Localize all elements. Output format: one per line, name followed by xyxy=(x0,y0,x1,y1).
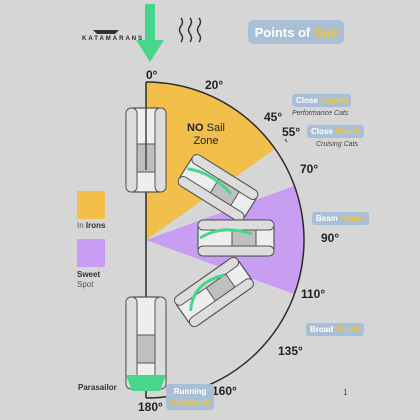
angle-90: 90° xyxy=(321,231,340,245)
angle-110: 110° xyxy=(301,287,326,301)
page-number: 1 xyxy=(343,388,348,397)
angle-135: 135° xyxy=(278,344,303,358)
angle-20: 20° xyxy=(205,78,224,92)
legend-sweet-bold: Sweet xyxy=(77,270,101,279)
brand-name: KATAMARANS xyxy=(82,36,145,42)
legend-sweet-line2: Spot xyxy=(77,280,94,289)
angle-55: 55° xyxy=(282,125,301,139)
title-accent: Sail xyxy=(314,24,338,40)
close-hauled-accent: Hauled xyxy=(320,96,348,105)
beam-reach-accent: Reach xyxy=(340,214,365,223)
close-hauled-tag: Close Hauled xyxy=(292,94,352,107)
legend-sweet-spot-swatch xyxy=(77,239,105,267)
brand-logo-icon xyxy=(93,30,119,34)
no-sail-zone xyxy=(146,82,275,240)
catamaran-broad-reach-icon xyxy=(174,256,254,328)
broad-reach-accent: Reach xyxy=(336,325,361,334)
close-hauled-subtitle: Performance Cats xyxy=(292,110,349,117)
beam-reach-word: Beam xyxy=(316,214,338,223)
legend-in-irons-pre: In xyxy=(77,221,84,230)
close-reach-tag: Close Reach xyxy=(307,125,364,138)
angle-0: 0° xyxy=(146,68,158,82)
no-sail-line2: Zone xyxy=(193,135,219,147)
legend-in-irons-bold: Irons xyxy=(85,221,106,230)
broad-reach-word: Broad xyxy=(310,325,334,334)
wind-arrow-icon xyxy=(136,4,164,62)
wind-waves-icon xyxy=(178,17,202,43)
legend-in-irons-label: In Irons xyxy=(77,221,105,230)
close-hauled-word: Close xyxy=(296,96,318,105)
no-sail-zone-label: NO Sail Zone xyxy=(178,122,234,148)
legend-in-irons-swatch xyxy=(77,191,105,219)
running-accent: Downwind xyxy=(170,398,210,407)
title-text: Points of xyxy=(254,24,311,40)
sail-arc xyxy=(145,81,305,399)
catamaran-irons-icon xyxy=(125,107,167,193)
broad-reach-tag: Broad Reach xyxy=(306,323,365,336)
close-reach-word: Close xyxy=(311,127,333,136)
no-sail-bold: NO xyxy=(187,122,204,134)
angle-45: 45° xyxy=(264,110,283,124)
close-reach-accent: Reach xyxy=(335,127,360,136)
running-word: Running xyxy=(173,387,207,396)
angle-70: 70° xyxy=(300,162,319,176)
angle-180: 180° xyxy=(138,400,163,414)
angle-160: 160° xyxy=(212,384,237,398)
catamaran-beam-reach-icon xyxy=(197,219,275,257)
catamaran-running-icon xyxy=(125,296,167,391)
running-downwind-tag: Running Downwind xyxy=(166,384,214,410)
beam-reach-tag: Beam Reach xyxy=(312,212,369,225)
catamaran-close-reach-icon xyxy=(177,153,259,223)
parasailor-label: Parasailor xyxy=(78,383,117,392)
legend-sweet-spot-label: Sweet Spot xyxy=(77,270,100,290)
page-title: Points of Sail xyxy=(248,20,344,44)
close-reach-subtitle: Cruising Cats xyxy=(316,141,359,148)
no-sail-rest: Sail xyxy=(206,122,225,134)
